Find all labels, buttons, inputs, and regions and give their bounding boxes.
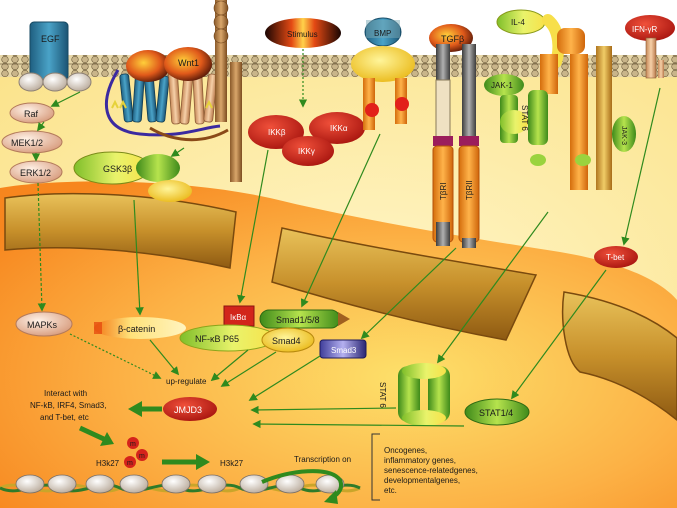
tbrii-label: TβRII — [465, 180, 474, 200]
genes-line-3: senescence-relatedgenes, — [384, 466, 478, 475]
egf-label: EGF — [41, 34, 60, 44]
il4-label: IL-4 — [511, 18, 525, 27]
arrow-raf-mek — [36, 121, 46, 132]
chromatin — [0, 474, 361, 494]
thick-arrows — [78, 401, 343, 504]
ifn-label: IFN-γR — [632, 25, 658, 34]
egf-receptor — [18, 21, 92, 92]
h3k27-right-label: H3k27 — [220, 459, 244, 468]
mek-label: MEK1/2 — [11, 138, 43, 148]
bcatenin-node — [94, 317, 186, 339]
nfkb-label: NF-κB P65 — [195, 334, 239, 344]
arrow-tgfb-smad3 — [360, 247, 457, 340]
methyl-label-2: m — [139, 453, 145, 460]
arrow-egf-raf — [50, 91, 81, 107]
genes-bracket — [371, 433, 380, 501]
genes-line-5: etc. — [384, 486, 397, 495]
interact-line-3: and T-bet, etc — [40, 413, 89, 422]
ikka-label: IKKα — [330, 124, 348, 133]
nuclear-envelope — [4, 192, 677, 421]
jmjd3-node — [163, 397, 217, 421]
arrow-erk-mapks — [37, 182, 46, 312]
il4-receptor — [484, 9, 636, 190]
smad158-node — [259, 309, 350, 329]
methyl-label-1: m — [130, 441, 136, 448]
arrow-smad3-jmjd3 — [248, 355, 321, 401]
raf-node — [9, 102, 55, 124]
methyl-label-3: m — [127, 460, 133, 467]
tbri-label: TβRI — [439, 183, 448, 201]
stat6-dimer — [398, 363, 450, 426]
arrow-bmp-smad — [300, 133, 381, 308]
ikba-label: IκBα — [230, 313, 247, 322]
smad3-node — [319, 339, 367, 359]
stat6-nuc-label: STAT 6 — [378, 382, 387, 408]
stimulus-node — [265, 18, 341, 48]
jmjd3-label: JMJD3 — [174, 405, 202, 415]
methyl-groups — [124, 437, 148, 468]
arrow-stat6-nucleus — [437, 211, 549, 364]
ikkg-node — [282, 136, 334, 166]
smad3-label: Smad3 — [331, 346, 357, 355]
arrow-tbet-stat14 — [511, 269, 607, 400]
jak1-label: JAK-1 — [491, 81, 513, 90]
arrow-bcat-upreg — [149, 339, 180, 376]
arrow-stat14-jmjd3 — [252, 419, 465, 429]
gsk-label: GSK3β — [103, 164, 132, 174]
genes-line-2: inflammatory genes, — [384, 456, 456, 465]
ikka-node — [309, 112, 365, 144]
transcription-label: Transcription on — [294, 455, 351, 464]
erk-label: ERK1/2 — [20, 168, 51, 178]
bmp-label: BMP — [374, 29, 391, 38]
arrow-stat6-jmjd3 — [250, 405, 397, 415]
arrow-mapks-upreg — [69, 333, 162, 379]
jak3-label: JAK-3 — [620, 126, 627, 145]
wnt-label: Wnt1 — [178, 58, 199, 68]
stat14-label: STAT1/4 — [479, 408, 513, 418]
bmp-receptor — [351, 17, 415, 130]
mek-node — [1, 130, 63, 154]
h3k27-left-label: H3k27 — [96, 459, 120, 468]
genes-line-1: Oncogenes, — [384, 446, 427, 455]
gsk3b-complex — [73, 151, 192, 202]
stimulus-label: Stimulus — [287, 30, 318, 39]
interact-line-1: Interact with — [44, 389, 87, 398]
raf-label: Raf — [24, 109, 39, 119]
smad4-node — [261, 327, 315, 353]
arrow-gsk-bcat — [133, 199, 144, 316]
interact-line-2: NF-kB, IRF4, Smad3, — [30, 401, 106, 410]
stat6-top-label: STAT 6 — [520, 105, 529, 131]
tbet-label: T-bet — [606, 253, 625, 262]
mapks-node — [15, 311, 73, 337]
tgfb-label: TGFβ — [441, 34, 464, 44]
upreg-label: up-regulate — [166, 377, 207, 386]
arrow-ifn-tbet — [621, 87, 661, 246]
bcat-label: β-catenin — [118, 324, 155, 334]
ikkb-label: IKKβ — [268, 128, 286, 137]
arrow-nfkb-upreg — [210, 349, 249, 382]
frizzled-receptor — [105, 0, 242, 182]
arrow-wnt-gsk — [170, 147, 185, 157]
genes-line-4: developmentalgenes, — [384, 476, 460, 485]
mapks-label: MAPKs — [27, 320, 58, 330]
ikkg-label: IKKγ — [298, 147, 315, 156]
smad158-label: Smad1/5/8 — [276, 315, 320, 325]
arrow-smad4-upreg — [220, 351, 277, 387]
signal-arrows — [31, 49, 661, 429]
tgfb-receptor — [429, 24, 480, 248]
smad4-label: Smad4 — [272, 336, 301, 346]
ifngr-receptor — [625, 15, 675, 79]
tbet-node — [594, 246, 638, 268]
stat14-node — [464, 398, 530, 426]
arrow-ikk-ikba — [237, 149, 269, 304]
